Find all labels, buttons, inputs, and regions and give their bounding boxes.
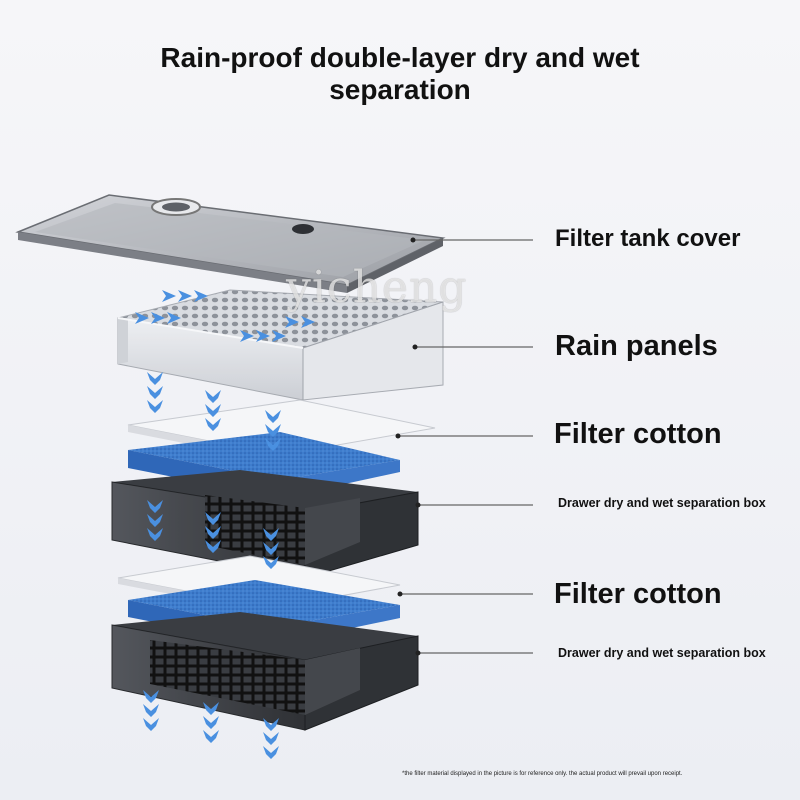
down-arrow-icon <box>203 702 219 743</box>
down-arrow-icon <box>205 512 221 553</box>
title-line-1: Rain-proof double-layer dry and wet <box>160 42 640 73</box>
disclaimer-note: *the filter material displayed in the pi… <box>402 771 683 777</box>
label-filter-cotton-1: Filter cotton <box>554 418 722 450</box>
side-arrow-icon <box>285 316 299 328</box>
label-filter-tank-cover: Filter tank cover <box>555 225 741 252</box>
rain-panels <box>117 289 444 401</box>
cover-knob-icon <box>292 224 314 234</box>
label-rain-panels: Rain panels <box>555 330 718 362</box>
title-line-2: separation <box>329 74 471 105</box>
down-arrow-icon <box>147 500 163 541</box>
filter-tank-cover <box>15 194 446 293</box>
drainage-arrows <box>143 372 281 759</box>
label-filter-cotton-2: Filter cotton <box>554 578 722 610</box>
diagram-title: Rain-proof double-layer dry and wet sepa… <box>0 42 800 106</box>
down-arrow-icon <box>205 390 221 431</box>
label-drawer-box-2: Drawer dry and wet separation box <box>558 646 766 660</box>
side-arrow-icon <box>135 312 149 324</box>
side-arrow-icon <box>167 312 181 324</box>
side-arrow-icon <box>256 330 270 342</box>
side-arrow-icon <box>240 330 254 342</box>
side-arrow-icon <box>151 312 165 324</box>
side-arrow-icon <box>194 290 208 302</box>
down-arrow-icon <box>263 528 279 569</box>
down-arrow-icon <box>147 372 163 413</box>
side-arrow-icon <box>272 330 286 342</box>
label-drawer-box-1: Drawer dry and wet separation box <box>558 496 766 510</box>
watermark: yicheng <box>286 262 468 313</box>
airflow-arrows <box>135 290 315 342</box>
leader-lines <box>395 237 533 656</box>
side-arrow-icon <box>178 290 192 302</box>
down-arrow-icon <box>265 410 281 451</box>
side-arrow-icon <box>301 316 315 328</box>
down-arrow-icon <box>263 718 279 759</box>
drawer-box-2 <box>111 612 419 731</box>
down-arrow-icon <box>143 690 159 731</box>
side-arrow-icon <box>162 290 176 302</box>
